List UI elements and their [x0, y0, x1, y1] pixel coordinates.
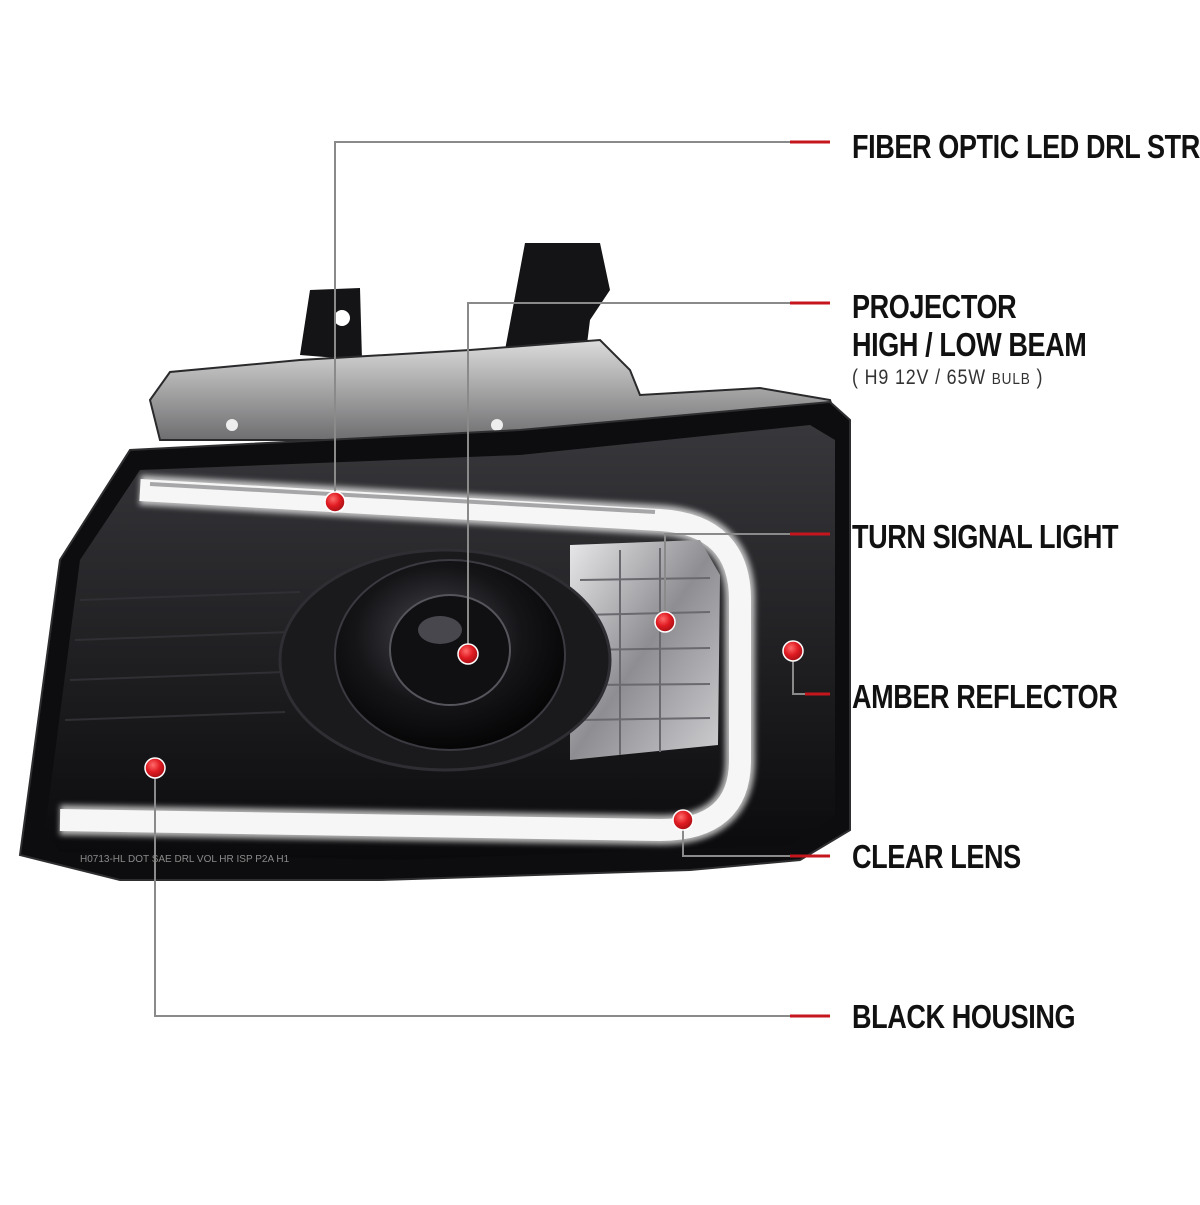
label-high-low-beam: HIGH / LOW BEAM	[852, 326, 1087, 363]
bezel-ridges	[64, 591, 301, 721]
red-dot-marker-icon	[782, 640, 804, 662]
mounting-bracket-right	[505, 243, 610, 360]
label-bulb-spec: ( H9 12V / 65W BULB )	[852, 366, 1043, 390]
callout-markers	[144, 491, 804, 831]
bulb-spec-main: H9 12V / 65W	[864, 366, 986, 389]
lens-markings: H0713-HL DOT SAE DRL VOL HR ISP P2A H1	[80, 854, 290, 865]
red-dot-marker-icon	[457, 643, 479, 665]
red-dot-marker-icon	[672, 809, 694, 831]
red-dot-marker-icon	[324, 491, 346, 513]
label-clear-lens: CLEAR LENS	[852, 838, 1021, 875]
red-dot-marker-icon	[654, 611, 676, 633]
label-projector: PROJECTOR	[852, 288, 1017, 325]
turn-signal-reflector	[570, 540, 720, 760]
leader-lines	[154, 140, 830, 1018]
label-black-housing: BLACK HOUSING	[852, 998, 1076, 1035]
label-turn-signal-light: TURN SIGNAL LIGHT	[852, 518, 1119, 555]
mounting-bracket-left	[300, 288, 362, 360]
red-dot-marker-icon	[144, 757, 166, 779]
bulb-spec-close: )	[1036, 366, 1044, 389]
fiber-optic-drl-strip	[59, 475, 755, 846]
projector-assembly	[278, 548, 612, 772]
bulb-spec-open: (	[852, 366, 859, 389]
label-fiber-optic-led-drl-strip: FIBER OPTIC LED DRL STRIP	[852, 128, 1200, 165]
bulb-spec-small: BULB	[991, 371, 1031, 388]
label-amber-reflector: AMBER REFLECTOR	[852, 678, 1118, 715]
